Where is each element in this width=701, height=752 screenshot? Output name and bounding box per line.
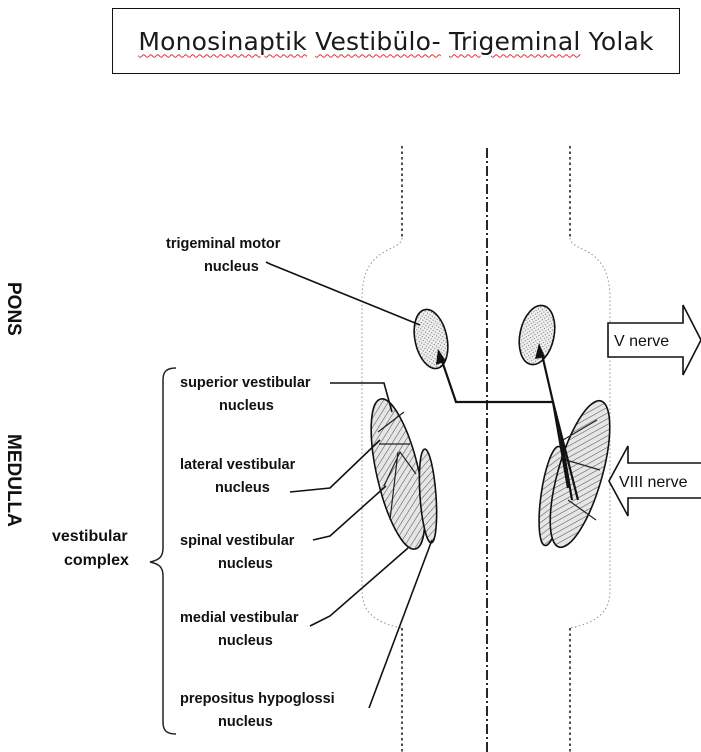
medulla-label: MEDULLA bbox=[3, 434, 24, 527]
spinal-vestibular-label-line1: spinal vestibular bbox=[180, 533, 295, 549]
v-nerve-label: V nerve bbox=[614, 333, 669, 350]
medial-leader bbox=[310, 548, 408, 626]
spinal-vestibular-label-line2: nucleus bbox=[218, 556, 273, 572]
vestibular-complex-label-line1: vestibular bbox=[52, 528, 128, 545]
prepositus-label-line1: prepositus hypoglossi bbox=[180, 691, 335, 707]
lateral-vestibular-label-line2: nucleus bbox=[215, 480, 270, 496]
superior-vestibular-label-line2: nucleus bbox=[219, 398, 274, 414]
trigeminal-leader bbox=[266, 262, 420, 325]
prepositus-leader bbox=[369, 540, 432, 708]
lateral-leader bbox=[290, 440, 380, 492]
superior-vestibular-label-line1: superior vestibular bbox=[180, 375, 311, 391]
trigeminal-motor-label-line2: nucleus bbox=[204, 259, 259, 275]
vestibular-complex-right bbox=[534, 395, 622, 553]
trigeminal-motor-nucleus-left bbox=[409, 306, 453, 371]
medial-vestibular-label-line2: nucleus bbox=[218, 633, 273, 649]
vestibular-complex-label-line2: complex bbox=[64, 552, 129, 569]
lateral-vestibular-label-line1: lateral vestibular bbox=[180, 457, 296, 473]
vestibular-complex-brace bbox=[150, 368, 176, 734]
pons-label: PONS bbox=[3, 282, 24, 336]
trigeminal-motor-label-line1: trigeminal motor bbox=[166, 236, 281, 252]
brainstem-outline bbox=[402, 146, 570, 752]
medial-vestibular-label-line1: medial vestibular bbox=[180, 610, 299, 626]
prepositus-label-line2: nucleus bbox=[218, 714, 273, 730]
viii-nerve-label: VIII nerve bbox=[619, 474, 688, 491]
vestibular-complex-left bbox=[360, 394, 439, 554]
spinal-leader bbox=[313, 486, 386, 540]
